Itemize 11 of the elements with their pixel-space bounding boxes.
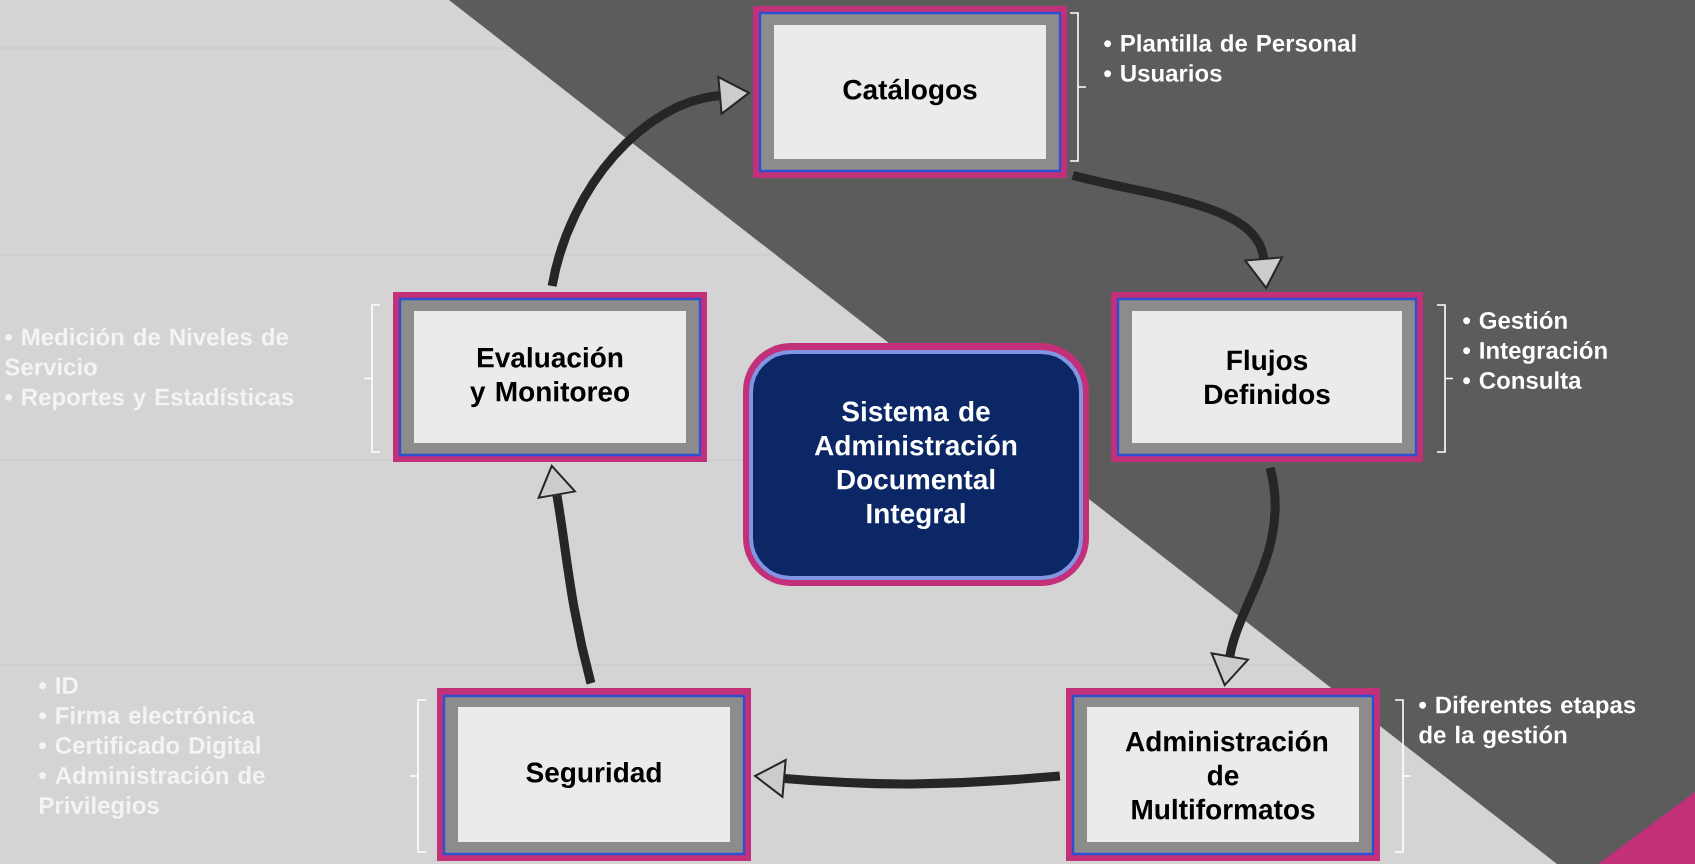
bullet-list: • Diferentes etapas de la gestión bbox=[1419, 695, 1636, 749]
process-box: Seguridad bbox=[437, 688, 751, 861]
curved-arrow bbox=[1210, 466, 1280, 687]
process-box: Flujos Definidos bbox=[1111, 292, 1423, 462]
process-box: Evaluación y Monitoreo bbox=[393, 292, 707, 462]
process-box: Catálogos bbox=[753, 6, 1067, 178]
curved-arrow bbox=[537, 464, 596, 685]
bullet-list: • Plantilla de Personal • Usuarios bbox=[1104, 34, 1356, 82]
bullet-list: • Gestión • Integración • Consulta bbox=[1463, 311, 1607, 389]
process-box: Administración de Multiformatos bbox=[1066, 688, 1380, 861]
center-box: Sistema de Administración Documental Integral bbox=[743, 343, 1089, 586]
